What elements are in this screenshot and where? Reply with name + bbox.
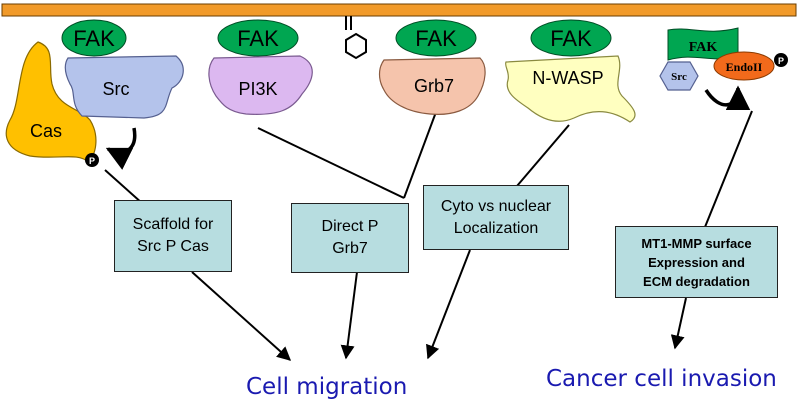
src-small-hexagon bbox=[659, 61, 699, 91]
grb7-label: Grb7 bbox=[414, 76, 454, 96]
line-pi3k-to-directp bbox=[257, 127, 405, 199]
fak-1-label: FAK bbox=[73, 26, 115, 51]
fak-2-label: FAK bbox=[237, 26, 279, 51]
fak-5-label: FAK bbox=[689, 40, 718, 55]
box-scaffold-src-p-cas: Scaffold for Src P Cas bbox=[114, 200, 232, 272]
fak-4 bbox=[530, 19, 612, 57]
phospho-endoii-label: P bbox=[778, 56, 784, 66]
fak-2 bbox=[217, 19, 299, 57]
outcome-cancer-cell-invasion: Cancer cell invasion bbox=[546, 366, 777, 392]
arrow-scaffold-to-migration bbox=[191, 271, 292, 361]
box-cyto-vs-nuclear: Cyto vs nuclear Localization bbox=[423, 185, 569, 250]
pi3k-label: PI3K bbox=[238, 79, 277, 99]
fak-1 bbox=[61, 19, 127, 57]
src-small-label: Src bbox=[671, 71, 687, 83]
arrow-cyto-to-migration bbox=[426, 249, 471, 360]
arrow-directp-to-migration bbox=[340, 271, 358, 360]
pi3k-shape bbox=[208, 55, 313, 115]
src-shape bbox=[64, 55, 184, 119]
fak-3-label: FAK bbox=[415, 26, 457, 51]
phospho-cas bbox=[85, 153, 99, 167]
hexagon-molecule-icon bbox=[345, 16, 367, 60]
cas-label: Cas bbox=[30, 121, 62, 141]
nwasp-label: N-WASP bbox=[532, 68, 603, 88]
connector-lines bbox=[104, 110, 753, 361]
outcome-cell-migration: Cell migration bbox=[246, 374, 408, 400]
phospho-cas-label: P bbox=[89, 156, 95, 166]
endoii-label: EndoII bbox=[726, 60, 763, 74]
cell-membrane bbox=[1, 3, 797, 17]
phosphorylation-arrow-cas bbox=[105, 127, 137, 170]
src-label: Src bbox=[103, 79, 130, 99]
arrow-mt1mmp-to-invasion bbox=[670, 297, 687, 350]
line-endoii-to-mt1mmp bbox=[704, 110, 753, 228]
fak-3 bbox=[395, 19, 477, 57]
phospho-endoii bbox=[774, 53, 788, 67]
line-grb7-to-directp bbox=[403, 111, 437, 199]
line-nwasp-to-cyto bbox=[516, 124, 570, 187]
fak-4-label: FAK bbox=[550, 26, 592, 51]
nwasp-shape bbox=[504, 55, 636, 123]
phosphorylation-arrow-endoii bbox=[704, 85, 751, 111]
box-mt1-mmp: MT1-MMP surface Expression and ECM degra… bbox=[615, 226, 778, 298]
grb7-shape bbox=[378, 57, 486, 115]
endoii-shape bbox=[713, 51, 775, 81]
box-direct-p-grb7: Direct P Grb7 bbox=[291, 203, 409, 273]
